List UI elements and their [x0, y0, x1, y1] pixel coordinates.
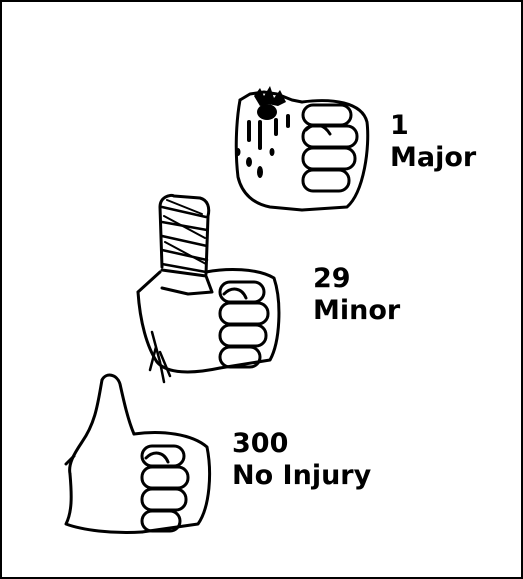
tier-no-injury-count: 300: [232, 428, 371, 460]
bleeding-fist-icon: [236, 86, 368, 210]
tier-no-injury-text: No Injury: [232, 460, 371, 492]
tier-major-text: Major: [390, 142, 476, 174]
thumbs-up-icon: [66, 375, 210, 532]
tier-no-injury-label: 300 No Injury: [232, 428, 371, 492]
tier-major-count: 1: [390, 110, 476, 142]
tier-minor-count: 29: [313, 263, 400, 295]
tier-minor-label: 29 Minor: [313, 263, 400, 327]
tier-minor-text: Minor: [313, 295, 400, 327]
tier-major-label: 1 Major: [390, 110, 476, 174]
bandaged-thumb-icon: [138, 195, 279, 382]
